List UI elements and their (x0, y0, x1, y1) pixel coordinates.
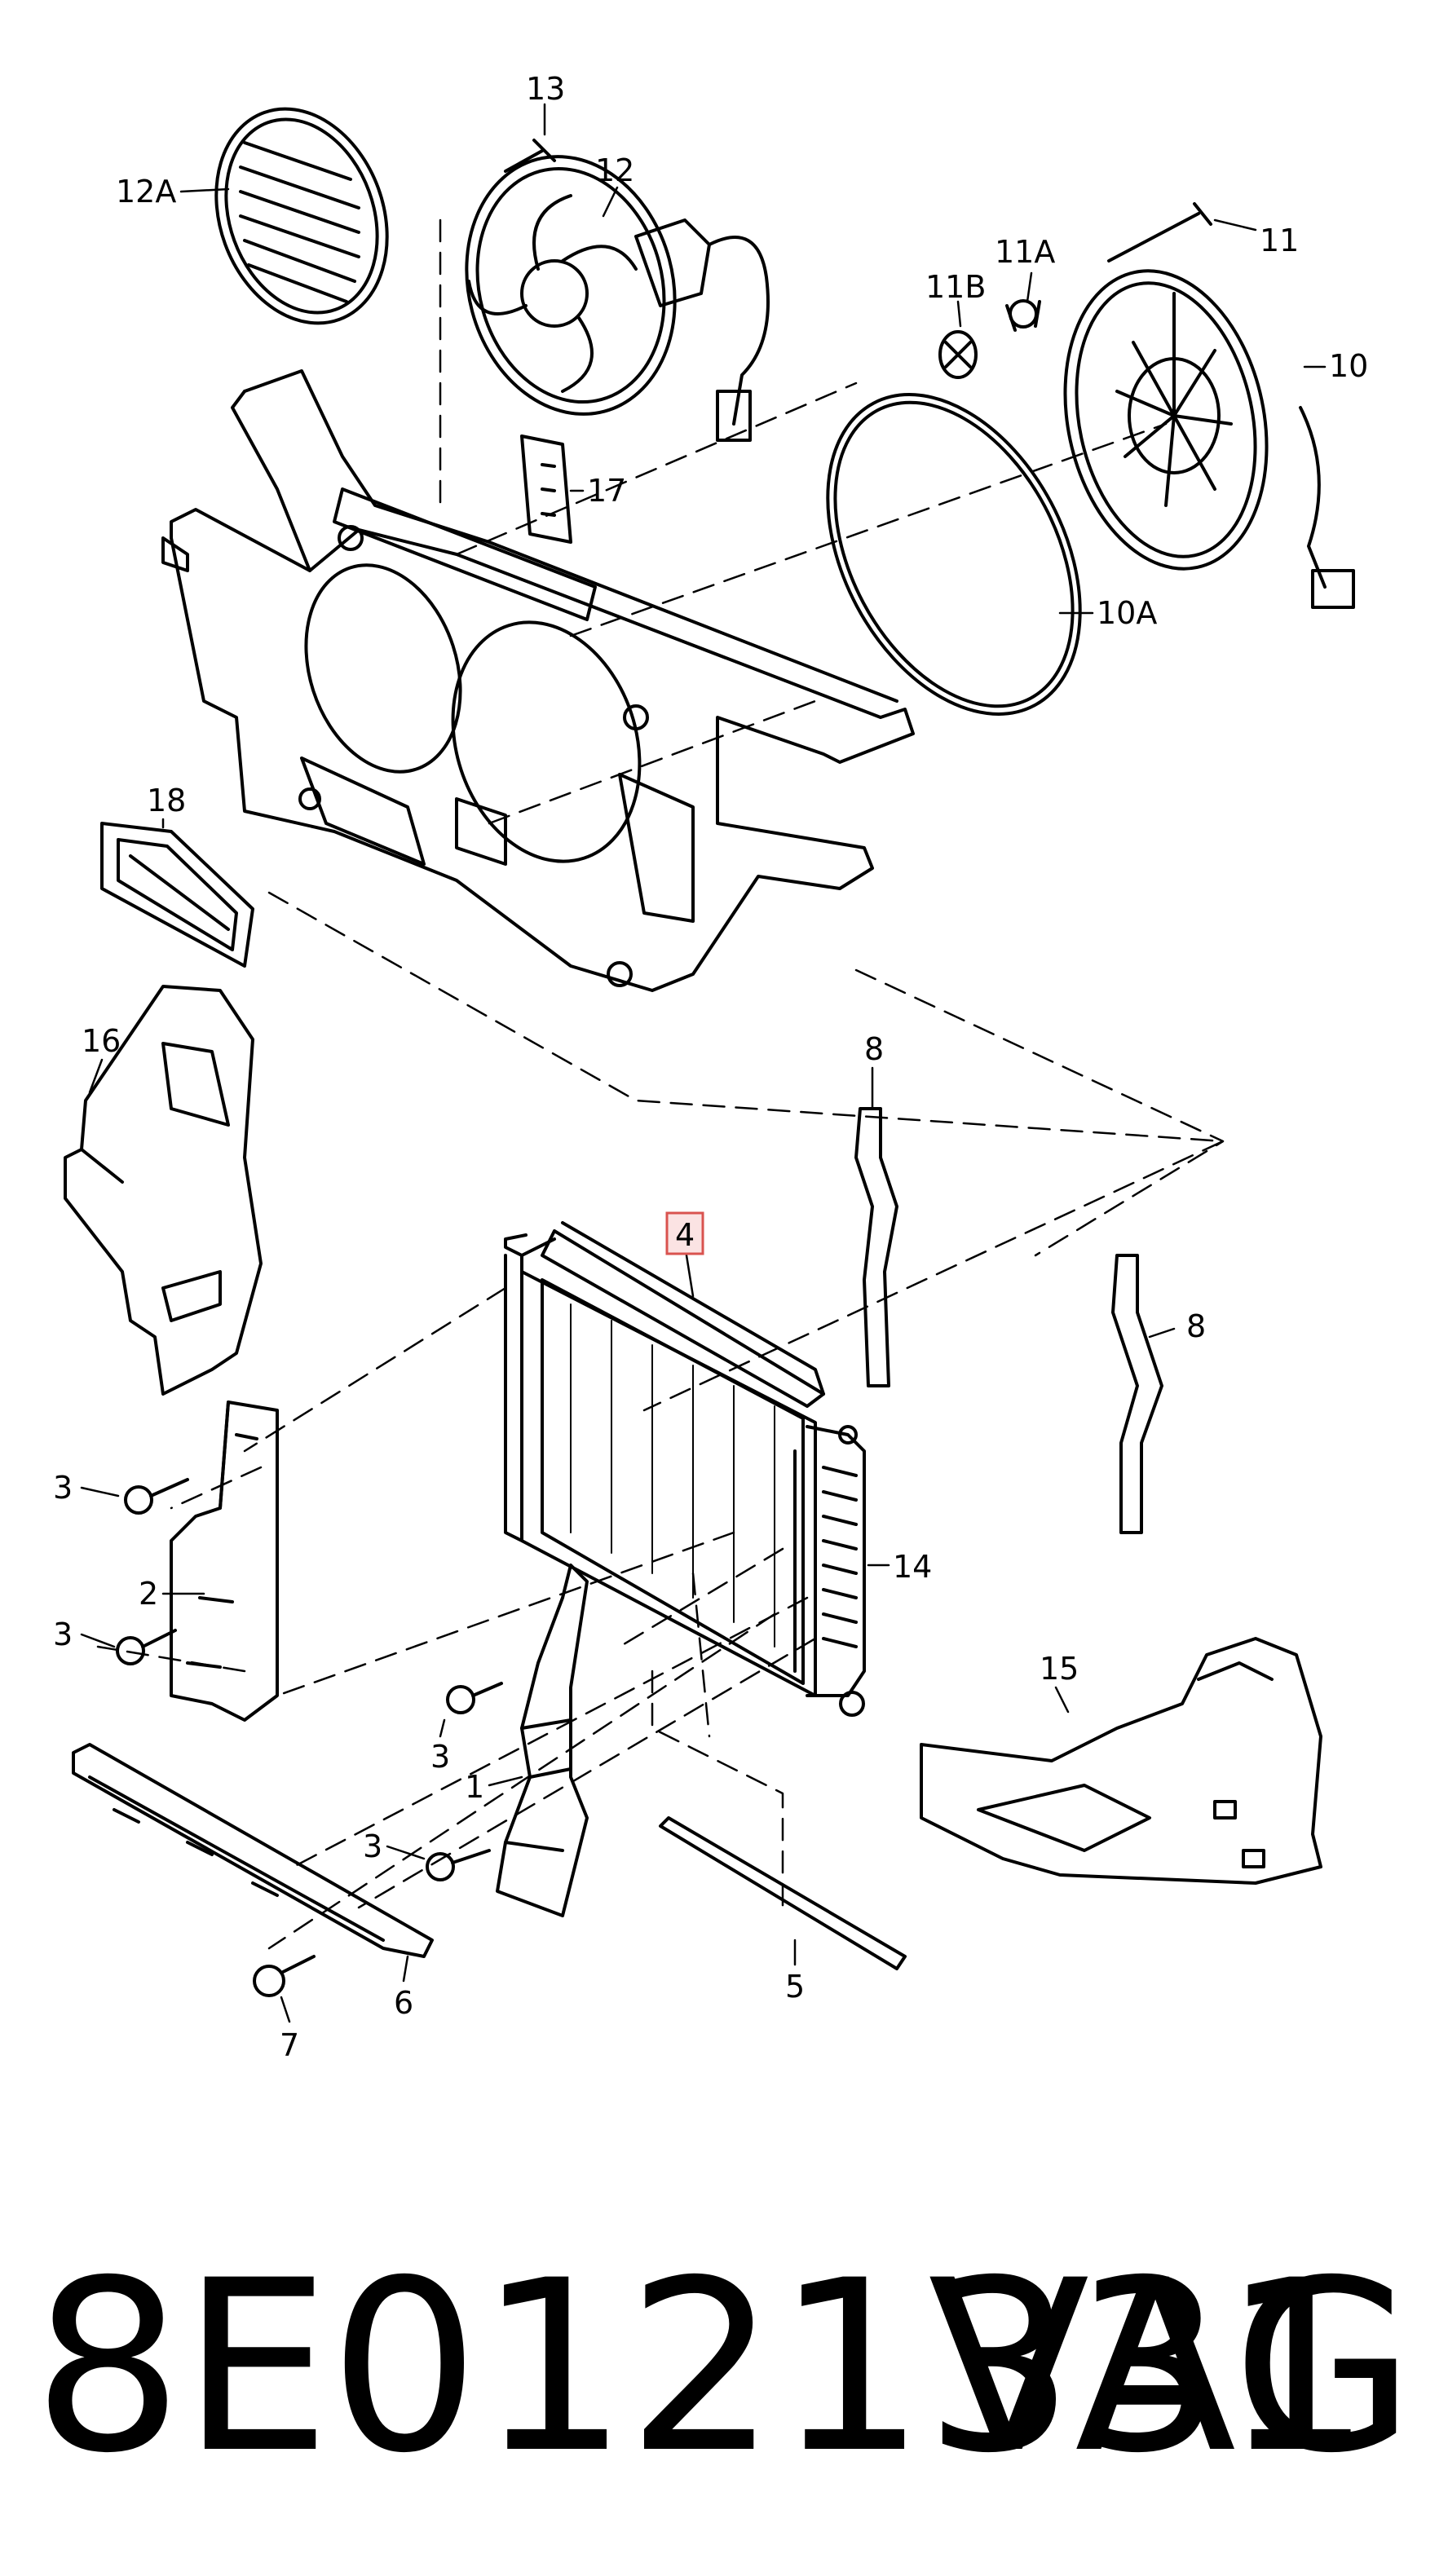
fan-12 (465, 139, 770, 442)
callout-12: 12 (595, 152, 634, 188)
callout-3b: 3 (53, 1617, 73, 1652)
callout-8a: 8 (864, 1031, 884, 1067)
bolt-7 (253, 1955, 316, 1997)
callout-11a: 11A (995, 234, 1055, 270)
strip-5 (659, 1816, 907, 1970)
callout-6: 6 (394, 1985, 413, 2021)
bracket-2 (170, 1400, 279, 1722)
callout-16: 16 (82, 1023, 121, 1059)
bracket-1 (496, 1564, 589, 1917)
callout-leaders (80, 103, 1327, 2023)
leader-lines (96, 218, 1225, 1950)
air-duct-16 (64, 985, 263, 1396)
exploded-parts-diagram: 13 12 12A 11 11A 11B 10 10A 17 18 16 8 8… (53, 71, 1368, 2063)
callout-10: 10 (1329, 348, 1368, 384)
lower-strip-6 (72, 1743, 434, 1958)
air-duct-15 (920, 1637, 1322, 1885)
callout-15: 15 (1040, 1651, 1079, 1687)
grille-18 (100, 822, 254, 968)
plate-17 (520, 434, 572, 544)
bolt-3a (124, 1478, 189, 1515)
callout-3d: 3 (363, 1828, 382, 1864)
seal-strip-8b (1111, 1254, 1163, 1534)
seal-strip-8a (854, 1107, 898, 1387)
callout-1: 1 (465, 1769, 484, 1805)
callout-11: 11 (1260, 223, 1299, 258)
callout-11b: 11B (925, 269, 986, 305)
ring-10a (826, 393, 1082, 716)
bolt-3c (446, 1682, 503, 1714)
callout-3a: 3 (53, 1470, 73, 1506)
bolt-3d (426, 1849, 491, 1881)
bolt-11 (938, 202, 1212, 379)
bolt-3b (116, 1629, 177, 1665)
callout-2: 2 (139, 1576, 158, 1612)
fan-10 (1063, 269, 1355, 609)
grille-cover-12a (214, 107, 389, 325)
callout-4: 4 (675, 1217, 695, 1253)
callout-13: 13 (526, 71, 565, 107)
callout-14: 14 (893, 1549, 932, 1585)
callout-3c: 3 (430, 1739, 450, 1775)
callout-7: 7 (280, 2027, 299, 2063)
radiator-4 (504, 1221, 866, 1717)
callout-4-highlight (665, 1211, 704, 1255)
callout-17: 17 (587, 473, 626, 509)
part-number: 8E0121331 (33, 2230, 1372, 2505)
front-carrier (161, 369, 915, 992)
brand-label: VAG (928, 2230, 1415, 2505)
callout-8b: 8 (1186, 1308, 1206, 1344)
callout-5: 5 (785, 1969, 805, 2005)
callout-12a: 12A (116, 174, 176, 210)
callout-10a: 10A (1097, 595, 1157, 631)
callout-18: 18 (147, 783, 186, 818)
